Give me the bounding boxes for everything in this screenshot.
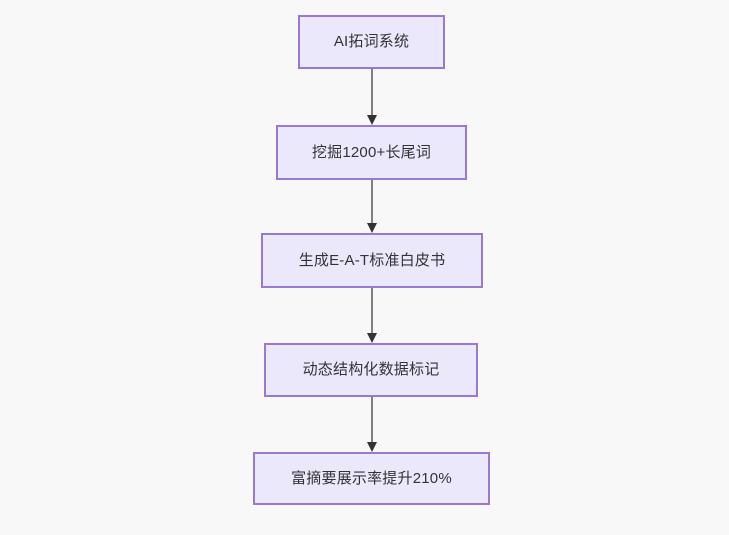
flow-node-label: 挖掘1200+长尾词: [311, 143, 432, 161]
flow-edge-n2-n3: [365, 288, 379, 343]
flow-node-mine-longtail-keywords[interactable]: 挖掘1200+长尾词: [276, 125, 467, 180]
flow-edge-n3-n4: [365, 397, 379, 452]
flow-node-generate-eat-whitepaper[interactable]: 生成E-A-T标准白皮书: [261, 233, 483, 288]
arrow-down-icon: [367, 333, 377, 343]
flow-edge-n0-n1: [365, 69, 379, 125]
flow-node-label: AI拓词系统: [333, 33, 410, 50]
flow-node-ai-keyword-system[interactable]: AI拓词系统: [298, 15, 445, 69]
flow-node-label: 富摘要展示率提升210%: [291, 469, 452, 487]
arrow-down-icon: [367, 223, 377, 233]
flow-edge-n1-n2: [365, 180, 379, 233]
flow-node-dynamic-structured-data-markup[interactable]: 动态结构化数据标记: [264, 343, 478, 397]
flow-node-label: 动态结构化数据标记: [302, 361, 440, 378]
flow-node-rich-snippet-impression-lift[interactable]: 富摘要展示率提升210%: [253, 452, 490, 505]
arrow-down-icon: [367, 442, 377, 452]
flow-node-label: 生成E-A-T标准白皮书: [298, 251, 446, 269]
arrow-down-icon: [367, 115, 377, 125]
